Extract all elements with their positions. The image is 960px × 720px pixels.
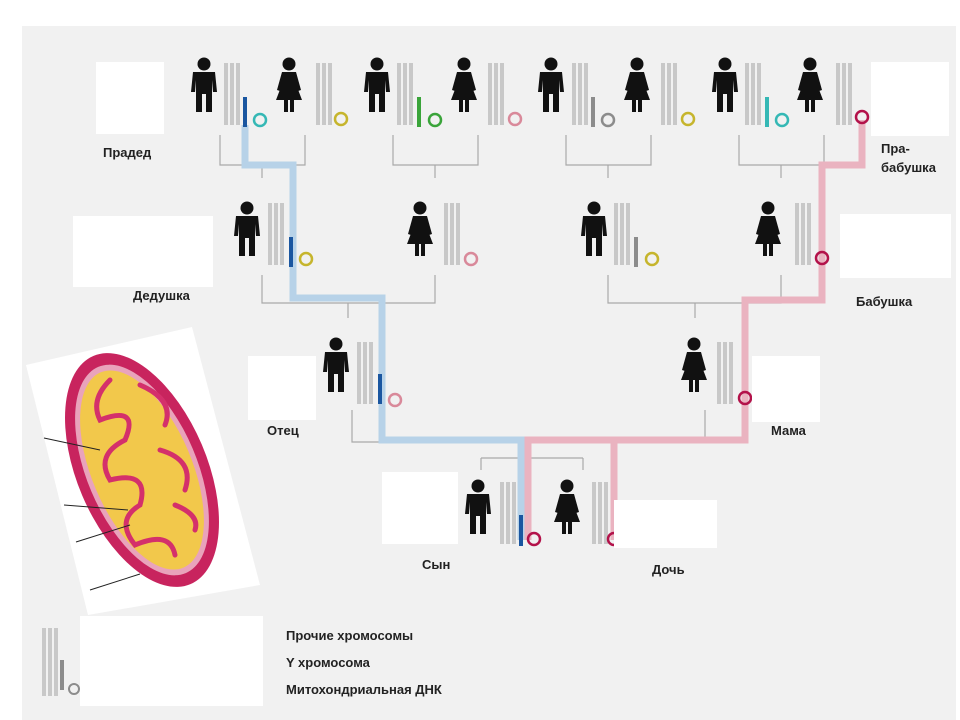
chromosome-icon	[488, 63, 504, 125]
chromosome-icon	[717, 342, 733, 404]
legend-y-chromosome: Y хромосома	[286, 655, 370, 671]
legend-other-chromosomes: Прочие хромосомы	[286, 628, 413, 644]
blank-box-daughter	[614, 500, 717, 548]
label-great-grandmother-line2: бабушка	[881, 160, 936, 176]
legend-mitochondrial-dna: Митохондриальная ДНК	[286, 682, 442, 698]
blank-box-father	[248, 356, 316, 420]
blank-box-grandmother	[840, 214, 951, 278]
chromosome-icon	[316, 63, 332, 125]
blank-box-great-grandfather	[96, 62, 164, 134]
label-grandmother: Бабушка	[856, 294, 912, 310]
label-mother: Мама	[771, 423, 806, 439]
label-daughter: Дочь	[652, 562, 685, 578]
blank-box-great-grandmother	[871, 62, 949, 136]
chromosome-icon	[795, 203, 811, 265]
blank-box-grandfather	[73, 216, 213, 287]
label-son: Сын	[422, 557, 450, 573]
blank-box-mother	[752, 356, 820, 422]
label-great-grandmother-line1: Пра-	[881, 141, 910, 157]
chromosome-icon	[836, 63, 852, 125]
chromosome-icon	[592, 482, 608, 544]
blank-box-legend	[80, 616, 263, 706]
chromosome-icon	[444, 203, 460, 265]
chromosome-icon	[42, 628, 46, 696]
blank-box-son	[382, 472, 458, 544]
label-grandfather: Дедушка	[133, 288, 190, 304]
label-father: Отец	[267, 423, 299, 439]
label-great-grandfather: Прадед	[103, 145, 151, 161]
chromosome-icon	[661, 63, 677, 125]
